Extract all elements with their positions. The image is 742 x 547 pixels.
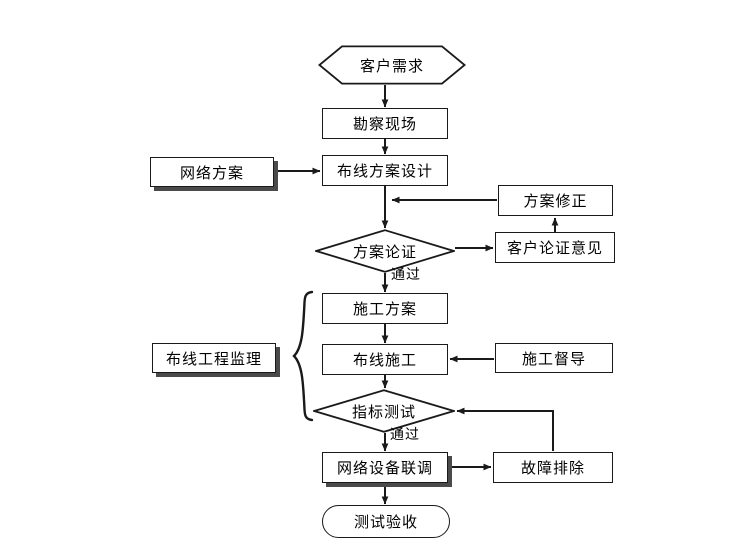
node-label: 客户论证意见 [506,239,603,257]
node-metric-test[interactable]: 指标测试 [313,389,455,433]
node-test-acceptance[interactable]: 测试验收 [322,505,450,538]
node-label: 勘察现场 [352,115,417,133]
diamond-shape [315,229,455,273]
node-cabling-supervision[interactable]: 布线工程监理 [152,343,276,373]
node-label: 网络设备联调 [336,459,433,477]
node-label: 故障排除 [520,459,585,477]
node-label: 方案论证 [352,242,417,261]
edge-label-plan-review-pass: 通过 [391,267,421,283]
node-device-commissioning[interactable]: 网络设备联调 [322,452,448,483]
node-customer-review-opinion[interactable]: 客户论证意见 [495,232,615,263]
hexagon-shape [318,45,466,85]
node-fault-clearing[interactable]: 故障排除 [493,452,613,483]
node-label: 指标测试 [351,402,416,421]
node-label: 测试验收 [353,513,418,531]
node-label: 施工方案 [352,300,417,318]
node-network-plan[interactable]: 网络方案 [150,157,274,187]
node-site-survey[interactable]: 勘察现场 [322,108,448,139]
node-cabling-plan-design[interactable]: 布线方案设计 [322,155,448,186]
node-label: 布线施工 [352,351,417,369]
node-label: 施工督导 [521,349,586,368]
node-construction-plan[interactable]: 施工方案 [322,293,448,324]
node-plan-review[interactable]: 方案论证 [315,229,455,273]
node-label: 方案修正 [523,192,588,210]
node-plan-revision[interactable]: 方案修正 [498,185,613,216]
node-label: 布线工程监理 [165,349,262,368]
node-customer-requirement[interactable]: 客户需求 [318,45,466,85]
supervision-brace [292,290,314,422]
node-label: 客户需求 [359,56,424,75]
node-label: 布线方案设计 [336,162,433,180]
edge-fault-to-metrictest [456,407,554,451]
edge-label-metric-test-pass: 通过 [390,427,420,443]
node-construction-oversight[interactable]: 施工督导 [495,343,613,373]
diamond-shape [313,389,455,433]
node-cabling-construction[interactable]: 布线施工 [322,344,448,375]
node-label: 网络方案 [179,163,244,182]
